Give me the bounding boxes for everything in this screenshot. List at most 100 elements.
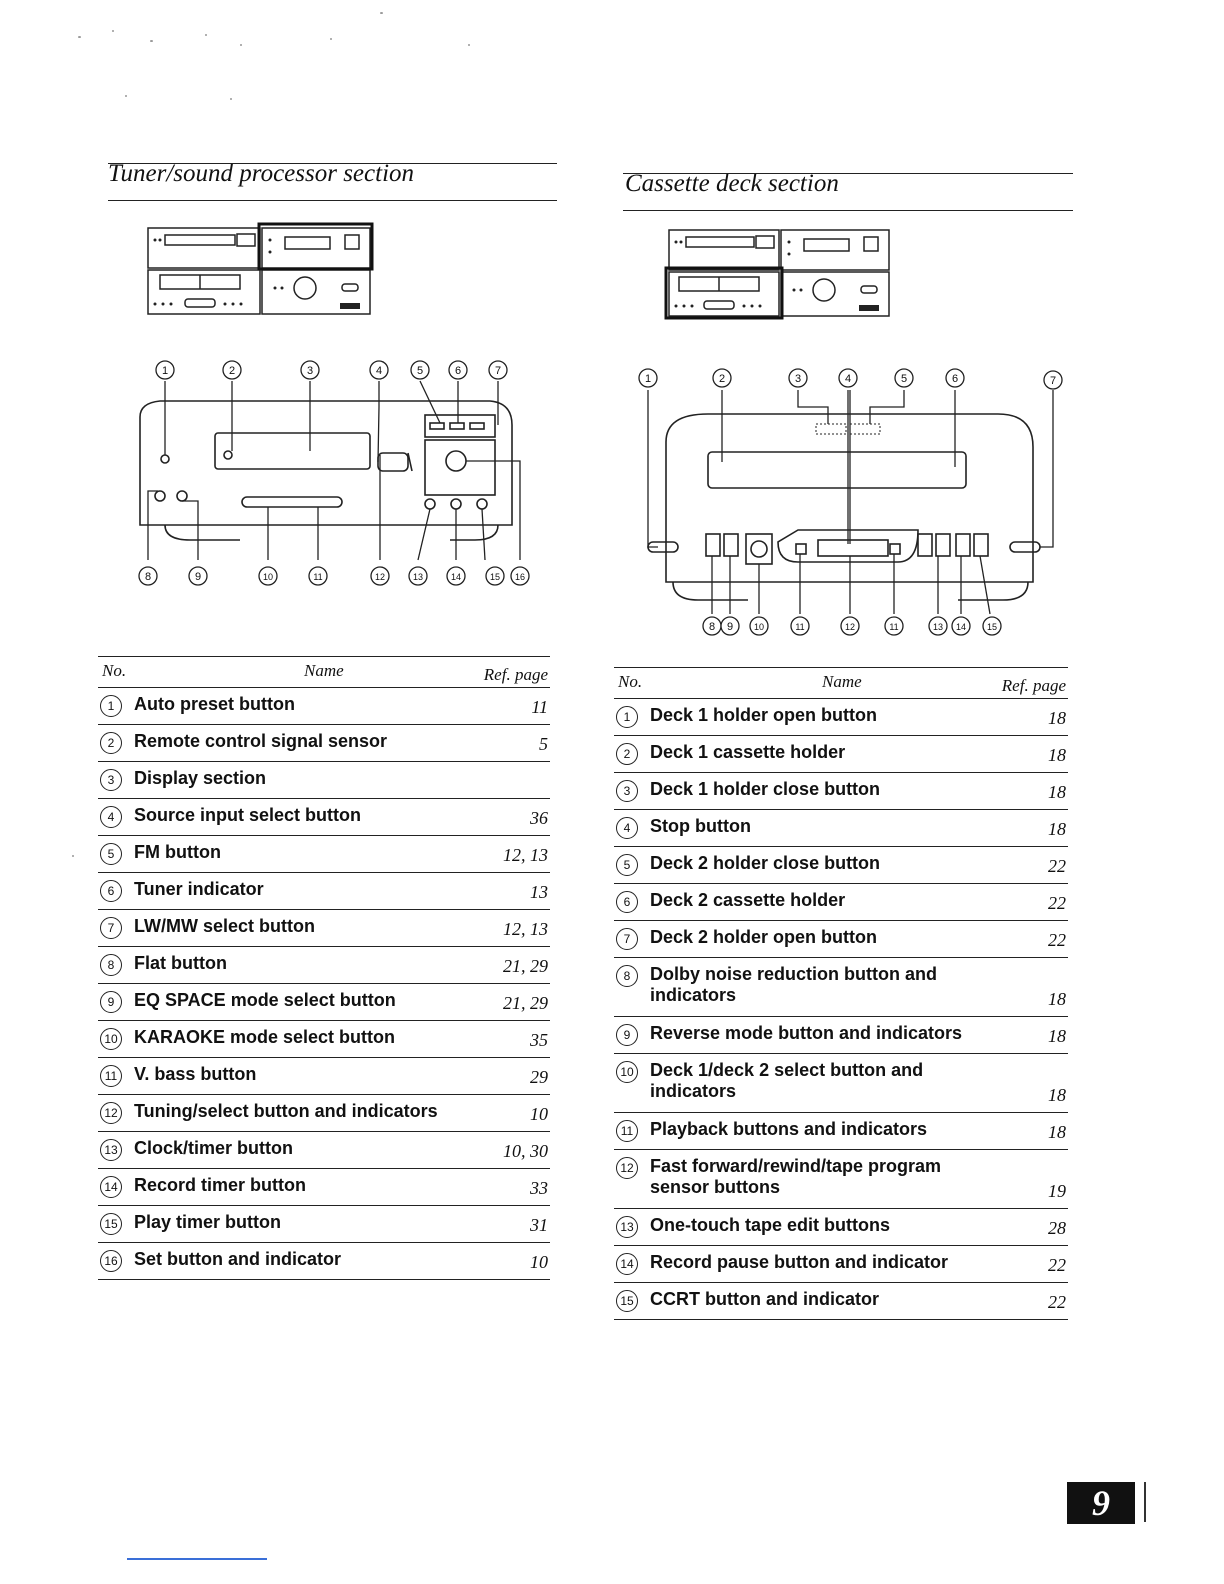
left-callout-bottom-13: 13 bbox=[413, 572, 423, 582]
right-callout-bottom-8: 8 bbox=[709, 621, 715, 633]
item-name: Stop button bbox=[650, 816, 751, 836]
right-callout-bottom-11a: 11 bbox=[795, 622, 804, 632]
item-name: Record timer button bbox=[134, 1175, 307, 1195]
right-header-name: Name bbox=[822, 672, 862, 691]
left-table-row: 12 Tuning/select button and indicators 10 bbox=[98, 1095, 550, 1132]
item-number-badge: 9 bbox=[100, 991, 122, 1013]
item-ref-page: 22 bbox=[1048, 856, 1066, 876]
right-header-ref: Ref. page bbox=[1001, 676, 1066, 695]
footer-blue-rule bbox=[127, 1558, 267, 1560]
item-number-badge: 5 bbox=[100, 843, 122, 865]
left-callout-bottom-12: 12 bbox=[375, 572, 385, 582]
item-name: EQ SPACE mode select button bbox=[134, 990, 396, 1010]
item-ref-page: 21, 29 bbox=[503, 993, 548, 1013]
left-callout-bottom-10: 10 bbox=[263, 572, 273, 582]
item-ref-page: 18 bbox=[1048, 1026, 1066, 1046]
item-name: CCRT button and indicator bbox=[650, 1289, 879, 1309]
item-number-badge: 11 bbox=[616, 1120, 638, 1142]
right-callout-top-6: 6 bbox=[952, 373, 958, 385]
item-name: KARAOKE mode select button bbox=[134, 1027, 396, 1047]
item-name: Tuning/select button and indicators bbox=[134, 1101, 438, 1121]
item-number-badge: 14 bbox=[616, 1253, 638, 1275]
item-number-badge: 12 bbox=[100, 1102, 122, 1124]
item-name: Flat button bbox=[134, 953, 227, 973]
item-ref-page: 22 bbox=[1048, 1292, 1066, 1312]
right-title-rule-bottom bbox=[623, 210, 1073, 211]
item-number-badge: 13 bbox=[616, 1216, 638, 1238]
right-callout-top-2: 2 bbox=[719, 373, 725, 385]
item-number-badge: 5 bbox=[616, 854, 638, 876]
item-name: Fast forward/rewind/tape program sensor … bbox=[650, 1156, 942, 1197]
left-callout-top-7: 7 bbox=[495, 365, 501, 377]
item-ref-page: 22 bbox=[1048, 1255, 1066, 1275]
item-number-badge: 4 bbox=[100, 806, 122, 828]
item-name: LW/MW select button bbox=[134, 916, 315, 936]
right-callout-top-4: 4 bbox=[845, 373, 851, 385]
item-name: Deck 2 holder close button bbox=[650, 853, 881, 873]
item-number-badge: 7 bbox=[100, 917, 122, 939]
item-name: Record pause button and indicator bbox=[650, 1252, 949, 1272]
item-ref-page: 12, 13 bbox=[503, 919, 548, 939]
right-callout-bottom-14: 14 bbox=[956, 622, 966, 632]
left-callout-top-6: 6 bbox=[455, 365, 461, 377]
item-name: Tuner indicator bbox=[134, 879, 264, 899]
item-number-badge: 2 bbox=[616, 743, 638, 765]
item-number-badge: 7 bbox=[616, 928, 638, 950]
item-ref-page: 10 bbox=[530, 1104, 548, 1124]
item-ref-page: 18 bbox=[1048, 745, 1066, 765]
item-name: FM button bbox=[134, 842, 221, 862]
item-name: Playback buttons and indicators bbox=[650, 1119, 928, 1139]
item-ref-page: 22 bbox=[1048, 930, 1066, 950]
item-number-badge: 16 bbox=[100, 1250, 122, 1272]
left-callout-bottom-14: 14 bbox=[451, 572, 461, 582]
item-number-badge: 10 bbox=[100, 1028, 122, 1050]
item-number-badge: 10 bbox=[616, 1061, 638, 1083]
item-ref-page: 36 bbox=[530, 808, 548, 828]
right-header-no: No. bbox=[618, 672, 643, 691]
left-system-overview-image bbox=[147, 222, 374, 315]
left-callout-bottom-8: 8 bbox=[145, 571, 151, 583]
left-header-no: No. bbox=[102, 661, 127, 680]
item-number-badge: 15 bbox=[100, 1213, 122, 1235]
right-callout-bottom-9: 9 bbox=[727, 621, 733, 633]
right-callout-top-1: 1 bbox=[645, 373, 651, 385]
item-name: Remote control signal sensor bbox=[134, 731, 388, 751]
item-ref-page: 11 bbox=[531, 697, 548, 717]
item-ref-page: 10, 30 bbox=[503, 1141, 548, 1161]
item-number-badge: 8 bbox=[100, 954, 122, 976]
item-name: Source input select button bbox=[134, 805, 362, 825]
item-ref-page: 33 bbox=[530, 1178, 548, 1198]
item-number-badge: 13 bbox=[100, 1139, 122, 1161]
right-callout-bottom-10: 10 bbox=[754, 622, 764, 632]
item-name: Display section bbox=[134, 768, 267, 788]
left-title-rule-bottom bbox=[108, 200, 557, 201]
left-title-rule-top bbox=[108, 163, 557, 164]
item-name: One-touch tape edit buttons bbox=[650, 1215, 890, 1235]
left-callout-top-5: 5 bbox=[417, 365, 423, 377]
item-number-badge: 11 bbox=[100, 1065, 122, 1087]
right-title-rule-top bbox=[623, 173, 1073, 174]
item-name: V. bass button bbox=[134, 1064, 257, 1084]
item-ref-page: 18 bbox=[1048, 708, 1066, 728]
item-ref-page: 31 bbox=[530, 1215, 548, 1235]
right-table-row: 5 Deck 2 holder close button 22 bbox=[614, 847, 1068, 884]
item-name: Dolby noise reduction button and indicat… bbox=[650, 964, 937, 1005]
